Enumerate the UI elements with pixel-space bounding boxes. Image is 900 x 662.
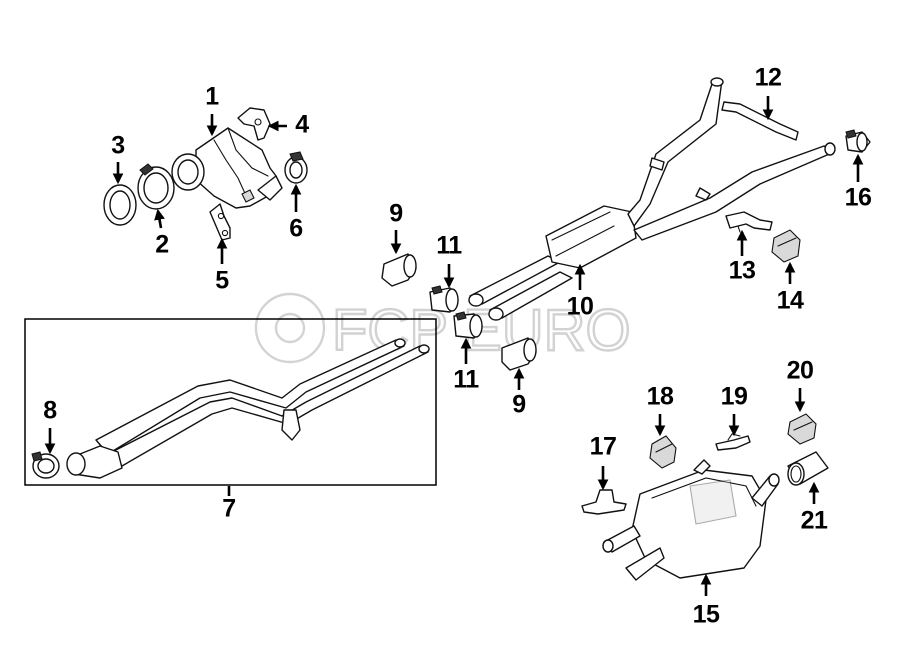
part-7-front-pipe-box [24,318,437,486]
part-13-bracket[interactable] [725,211,773,233]
callout-9-lower: 9 [512,391,525,419]
part-3-gasket[interactable] [103,184,137,226]
callout-4: 4 [295,111,309,139]
part-20-isolator[interactable] [787,413,817,445]
callout-15: 15 [693,601,720,629]
part-18-isolator[interactable] [649,435,677,469]
callout-18: 18 [647,383,674,411]
part-21-exhaust-tip[interactable] [787,451,829,486]
callout-1: 1 [205,83,219,111]
part-15-rear-muffler[interactable] [602,459,780,581]
part-11-clamp-upper[interactable] [429,285,459,313]
callout-10: 10 [567,293,594,321]
part-19-bracket[interactable] [715,433,751,451]
callout-19: 19 [721,383,748,411]
callout-13: 13 [729,257,756,285]
part-5-bracket[interactable] [209,203,231,241]
callout-9-upper: 9 [389,200,402,228]
callout-17: 17 [590,433,617,461]
callout-12: 12 [755,64,782,92]
part-11-clamp-lower[interactable] [453,311,483,339]
callout-8: 8 [43,397,57,425]
callout-7: 7 [222,495,235,523]
callout-21: 21 [801,507,828,535]
part-7-front-pipe[interactable] [66,338,430,479]
part-16-clamp[interactable] [845,129,871,153]
part-6-clamp[interactable] [284,151,308,184]
leader-lines [44,96,864,596]
part-4-bracket[interactable] [237,107,271,141]
part-10-center-pipe[interactable] [468,77,836,321]
part-8-clamp[interactable] [31,451,60,479]
callout-3: 3 [111,132,124,160]
callout-16: 16 [845,184,872,212]
callout-11-lower: 11 [453,366,479,394]
callout-20: 20 [787,357,814,385]
part-9-isolator-lower[interactable] [501,337,537,371]
callout-6: 6 [289,215,302,243]
part-9-isolator-upper[interactable] [381,253,417,287]
callout-11-upper: 11 [436,232,462,260]
callout-14: 14 [777,287,804,315]
callout-labels: 1 2 3 4 5 6 7 8 9 9 10 11 11 12 13 14 15… [43,64,872,629]
part-14-isolator[interactable] [771,229,801,263]
callout-5: 5 [215,267,229,295]
part-12-bracket[interactable] [721,101,799,141]
part-17-bracket[interactable] [581,489,627,515]
callout-2: 2 [155,231,168,259]
part-1-catalytic-converter[interactable] [171,127,283,209]
part-2-clamp[interactable] [137,163,175,210]
